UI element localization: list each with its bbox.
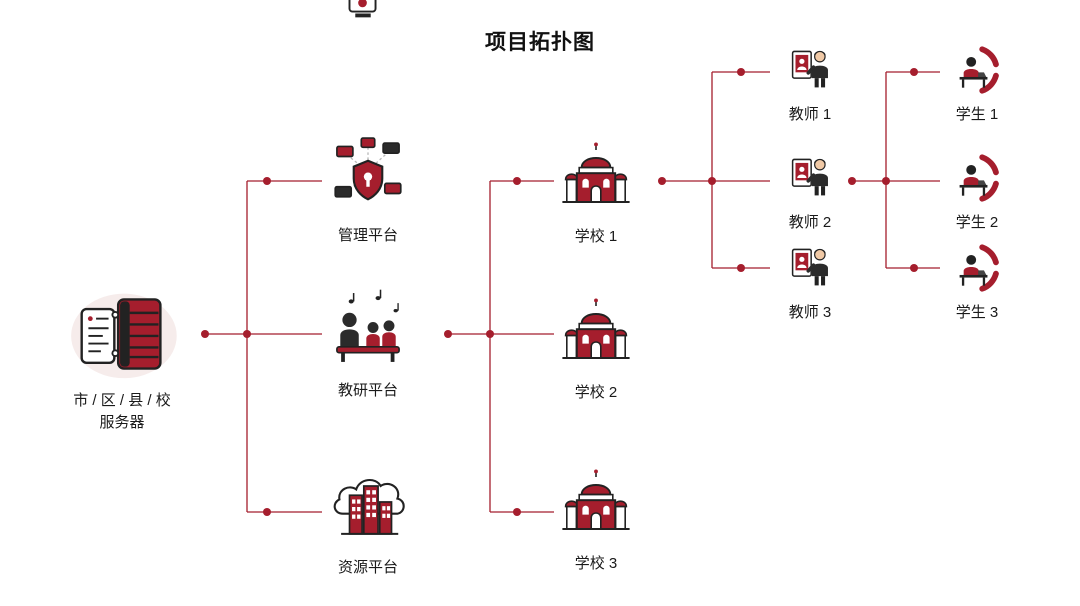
node-label: 学校 2 xyxy=(574,384,618,401)
node-school-1: 学校 1 xyxy=(536,138,656,248)
node-teacher-2: 教师 2 xyxy=(755,149,865,234)
node-label: 教师 2 xyxy=(788,214,832,231)
node-student-1: 学生 1 xyxy=(922,41,1032,126)
node-platform-research: 教研平台 xyxy=(308,288,428,402)
node-label: 教研平台 xyxy=(337,382,398,399)
teacher-icon xyxy=(790,247,830,288)
node-school-2: 学校 2 xyxy=(536,294,656,404)
node-teacher-3: 教师 3 xyxy=(755,239,865,324)
node-school-3: 学校 3 xyxy=(536,465,656,575)
node-label: 学校 1 xyxy=(574,228,618,245)
school-icon xyxy=(561,141,631,203)
node-platform-resource: 资源平台 xyxy=(308,465,428,579)
node-label: 学生 3 xyxy=(955,304,999,321)
management-platform-icon xyxy=(334,137,402,201)
node-label: 管理平台 xyxy=(337,227,398,244)
node-label: 学校 3 xyxy=(574,555,618,572)
student-icon xyxy=(948,41,1006,99)
school-icon xyxy=(561,297,631,359)
school-icon xyxy=(561,468,631,530)
node-label: 学生 1 xyxy=(955,106,999,123)
cropped-device-icon xyxy=(348,0,377,18)
teacher-icon xyxy=(790,49,830,90)
teacher-icon xyxy=(790,157,830,198)
research-platform-icon xyxy=(336,289,400,362)
node-label: 市 / 区 / 县 / 校 xyxy=(73,392,171,409)
node-teacher-1: 教师 1 xyxy=(755,41,865,126)
node-student-3: 学生 3 xyxy=(922,239,1032,324)
node-server: 市 / 区 / 县 / 校 服务器 xyxy=(52,286,192,434)
node-label: 资源平台 xyxy=(337,559,398,576)
diagram-title: 项目拓扑图 xyxy=(485,31,595,54)
student-icon xyxy=(948,239,1006,297)
node-label: 教师 3 xyxy=(788,304,832,321)
node-platform-management: 管理平台 xyxy=(308,133,428,247)
node-student-2: 学生 2 xyxy=(922,149,1032,234)
server-icon xyxy=(71,293,177,379)
node-label: 教师 1 xyxy=(788,106,832,123)
node-label: 学生 2 xyxy=(955,214,999,231)
student-icon xyxy=(948,149,1006,207)
node-label: 服务器 xyxy=(99,413,145,431)
resource-platform-icon xyxy=(333,479,405,535)
